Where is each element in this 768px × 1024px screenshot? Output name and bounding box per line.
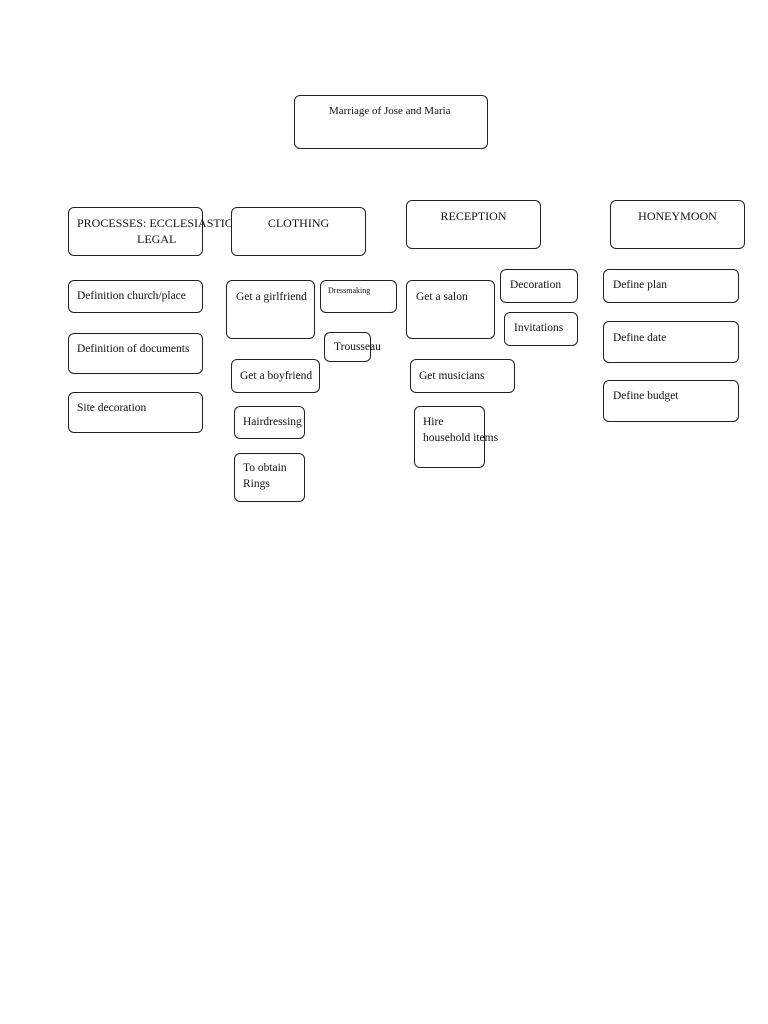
node-label: Dressmaking	[328, 286, 371, 295]
heading-processes-line1: PROCESSES: ECCLESIASTICAL	[77, 216, 249, 230]
node-label: Get a salon	[416, 291, 468, 303]
node-label-line2: household items	[423, 432, 499, 444]
node-site-decoration: Site decoration	[68, 392, 203, 433]
node-decoration: Decoration	[500, 269, 578, 303]
node-label: Trousseau	[334, 341, 381, 353]
node-label: Invitations	[514, 322, 564, 334]
node-label: Decoration	[510, 279, 562, 291]
node-invitations: Invitations	[504, 312, 578, 346]
node-define-plan: Define plan	[603, 269, 739, 303]
node-label: Definition of documents	[77, 343, 190, 355]
node-get-a-boyfriend: Get a boyfriend	[231, 359, 320, 393]
node-label: Get musicians	[419, 370, 485, 382]
node-get-a-girlfriend: Get a girlfriend	[226, 280, 315, 339]
node-label-line2: Rings	[243, 478, 270, 490]
node-label: Define plan	[613, 279, 667, 291]
node-label: Define date	[613, 332, 667, 344]
node-label: Define budget	[613, 390, 679, 402]
node-hire-household-items: Hire household items	[414, 406, 499, 468]
node-to-obtain-rings: To obtain Rings	[234, 453, 305, 502]
node-define-budget: Define budget	[603, 380, 739, 422]
node-definition-church-place: Definition church/place	[68, 280, 203, 313]
root-label: Marriage of Jose and Maria	[329, 105, 451, 117]
heading-reception-label: RECEPTION	[440, 209, 507, 223]
heading-clothing-label: CLOTHING	[267, 216, 330, 230]
node-get-a-salon: Get a salon	[406, 280, 495, 339]
node-trousseau: Trousseau	[324, 332, 381, 362]
heading-reception: RECEPTION	[406, 200, 541, 249]
node-define-date: Define date	[603, 321, 739, 363]
node-label: Site decoration	[77, 402, 147, 414]
heading-processes-line2: LEGAL	[137, 232, 177, 246]
node-dressmaking: Dressmaking	[320, 280, 397, 313]
node-label: Definition church/place	[77, 290, 186, 302]
root-node-marriage: Marriage of Jose and Maria	[294, 95, 488, 149]
node-get-musicians: Get musicians	[410, 359, 515, 393]
node-label: Hairdressing	[243, 416, 302, 428]
node-label-line1: Hire	[423, 416, 444, 428]
heading-honeymoon: HONEYMOON	[610, 200, 745, 249]
node-label: Get a girlfriend	[236, 291, 307, 303]
node-definition-of-documents: Definition of documents	[68, 333, 203, 374]
node-hairdressing: Hairdressing	[234, 406, 305, 439]
node-label-line1: To obtain	[243, 462, 287, 474]
heading-clothing: CLOTHING	[231, 207, 366, 256]
heading-processes: PROCESSES: ECCLESIASTICAL LEGAL	[68, 207, 249, 256]
node-label: Get a boyfriend	[240, 370, 313, 382]
heading-honeymoon-label: HONEYMOON	[638, 209, 717, 223]
